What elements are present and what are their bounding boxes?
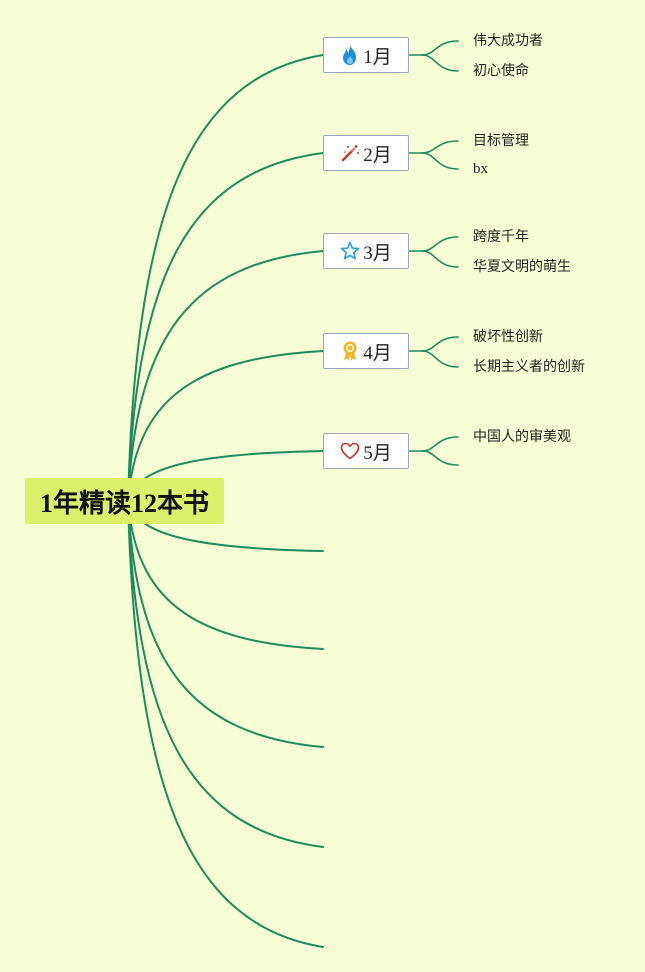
month-node-3[interactable]: 3月 [323,233,409,269]
topic-connector [421,140,459,154]
month-label: 1月 [363,46,392,68]
topic-item[interactable]: 长期主义者的创新 [473,359,585,375]
empty-branch-connector [127,500,324,848]
branch-connector [127,152,324,502]
topic-connector [421,450,459,466]
month-node-4[interactable]: 4月 [323,333,409,369]
star-icon [340,241,360,261]
branch-connector [127,350,324,502]
month-node-1[interactable]: 1月 [323,37,409,73]
empty-branch-connector [127,500,324,948]
topic-connector [421,436,459,452]
month-node-2[interactable]: 2月 [323,135,409,171]
topic-connector [421,54,459,72]
month-label: 5月 [363,442,392,464]
topic-item[interactable]: 破坏性创新 [473,329,543,345]
empty-branch-connector [127,500,324,650]
fire-icon [340,45,360,65]
month-label: 2月 [363,144,392,166]
empty-branch-connector [127,500,324,748]
topic-item[interactable]: 华夏文明的萌生 [473,259,571,275]
branch-connector [127,54,324,502]
topic-item[interactable]: 中国人的审美观 [473,429,571,445]
award-icon [340,341,360,361]
month-label: 4月 [363,342,392,364]
heart-icon [340,441,360,461]
topic-item[interactable]: 初心使命 [473,63,529,79]
topic-connector [421,236,459,252]
month-label: 3月 [363,242,392,264]
branch-connector [127,250,324,502]
root-topic[interactable]: 1年精读12本书 [25,478,224,524]
topic-item[interactable]: 伟大成功者 [473,33,543,49]
topic-item[interactable]: bx [473,161,488,177]
topic-connector [421,336,459,352]
topic-connector [421,250,459,268]
topic-connector [421,40,459,56]
month-node-5[interactable]: 5月 [323,433,409,469]
topic-item[interactable]: 目标管理 [473,133,529,149]
root-topic-label: 1年精读12本书 [39,488,209,518]
magic-wand-icon [340,143,360,163]
topic-connector [421,152,459,170]
topic-connector [421,350,459,368]
topic-item[interactable]: 跨度千年 [473,229,529,245]
